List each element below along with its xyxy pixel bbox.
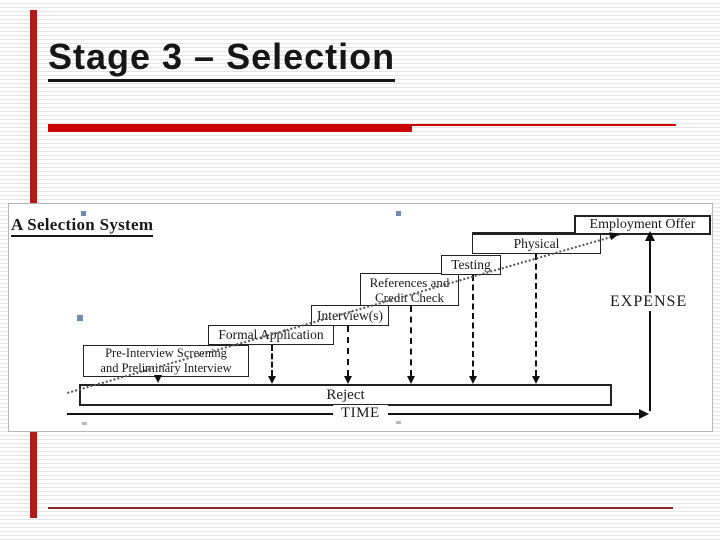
title-accent-line: [412, 124, 676, 126]
slide-title: Stage 3 – Selection: [48, 36, 396, 82]
reject-dashed-arrow: [271, 345, 273, 376]
reject-arrowhead-icon: [344, 376, 352, 384]
step-box-references-credit-check: References and Credit Check: [360, 273, 459, 306]
expense-axis: [649, 238, 651, 411]
reject-dashed-arrow: [472, 275, 474, 376]
diagram-heading: A Selection System: [11, 215, 154, 237]
title-accent-bar: [48, 124, 412, 132]
reject-dashed-arrow: [347, 326, 349, 376]
step-box-label: Credit Check: [375, 290, 444, 305]
reject-arrowhead-icon: [469, 376, 477, 384]
time-axis-label: TIME: [333, 405, 388, 422]
step-box-pre-interview-screening: Pre-Interview Screening and Preliminary …: [83, 345, 249, 377]
expense-axis-label: EXPENSE: [607, 293, 691, 311]
step-box-interviews: Interview(s): [311, 305, 389, 326]
selection-handle: [77, 315, 83, 321]
expense-axis-arrowhead-icon: [645, 231, 655, 241]
reject-arrowhead-icon: [407, 376, 415, 384]
reject-bar: Reject: [79, 384, 612, 406]
reject-dashed-arrow: [535, 254, 537, 376]
selection-handle: [396, 421, 401, 424]
step-box-physical: Physical: [472, 232, 601, 254]
selection-handle: [82, 422, 87, 425]
step-box-label: and Preliminary Interview: [100, 360, 232, 375]
selection-system-diagram: A Selection System Pre-Interview Screeni…: [8, 203, 713, 432]
step-box-label: References and: [369, 275, 450, 290]
reject-arrowhead-icon: [532, 376, 540, 384]
step-box-formal-application: Formal Application: [208, 325, 334, 345]
reject-arrowhead-icon: [154, 375, 162, 383]
selection-handle: [81, 211, 86, 216]
step-box-testing: Testing: [441, 255, 501, 275]
arrowhead-icon: [609, 229, 621, 241]
reject-arrowhead-icon: [268, 376, 276, 384]
reject-dashed-arrow: [410, 306, 412, 376]
diagram-heading-text: A Selection System: [11, 215, 154, 237]
slide-title-text: Stage 3 – Selection: [48, 36, 396, 82]
step-box-employment-offer: Employment Offer: [574, 215, 711, 235]
footer-rule: [48, 507, 673, 509]
time-axis-arrowhead-icon: [639, 409, 649, 419]
selection-handle: [396, 211, 401, 216]
step-box-label: Pre-Interview Screening: [105, 346, 227, 360]
